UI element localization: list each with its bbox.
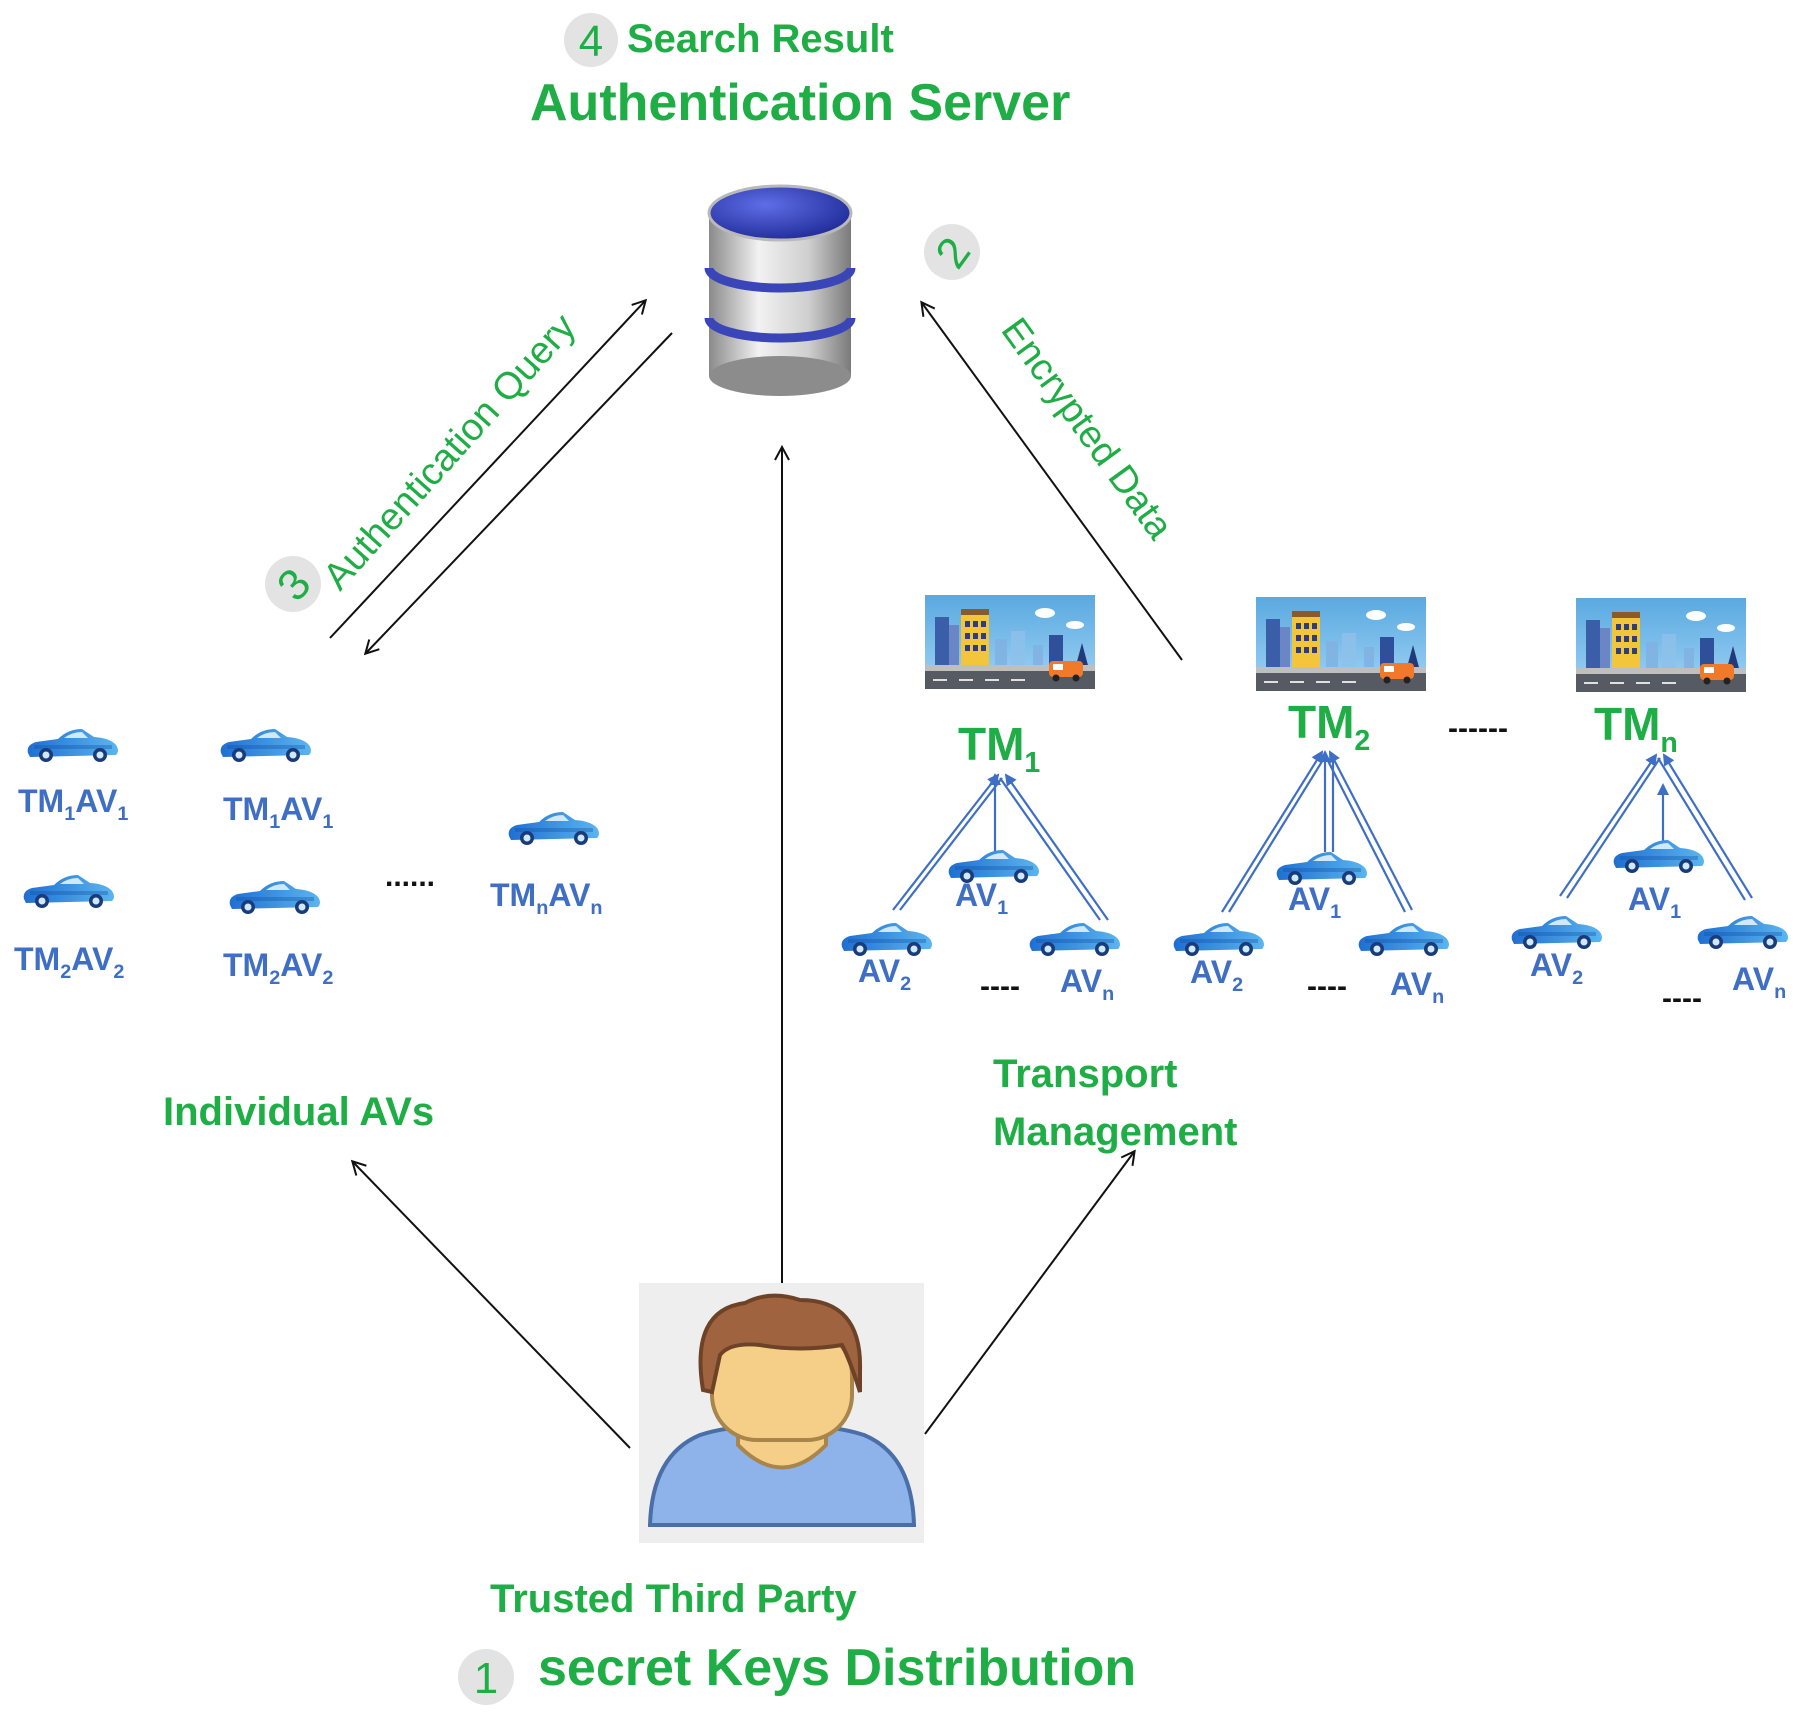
tm-label: TMn (1594, 698, 1678, 759)
arrow-ttp-to-transport (924, 1152, 1134, 1435)
step-2-badge (924, 224, 980, 280)
car-icon (841, 923, 932, 956)
individual-car-label: TM2AV2 (223, 947, 333, 989)
av-label: AVn (1060, 963, 1114, 1005)
city-image (924, 594, 1096, 690)
arrow-server-to-individual (366, 332, 673, 653)
car-icon (1511, 916, 1602, 949)
server-title: Authentication Server (530, 74, 1070, 132)
authentication-server: 4 Search Result Authentication Server (530, 13, 1070, 396)
step-4-badge (564, 13, 618, 67)
av-label: AV2 (1190, 954, 1243, 996)
step-1-number: 1 (474, 1654, 498, 1703)
av-label: AVn (1390, 966, 1444, 1008)
ellipsis: ...... (385, 860, 435, 893)
individual-car-label: TM1AV1 (18, 783, 128, 825)
individual-car-label: TM1AV1 (223, 791, 333, 833)
car-icon (220, 729, 311, 762)
city-image (1575, 597, 1747, 693)
search-result-label: Search Result (627, 17, 894, 61)
person-icon (639, 1283, 924, 1543)
car-icon (508, 812, 599, 845)
av-label: AV1 (1628, 881, 1681, 923)
car-icon (1697, 916, 1788, 949)
car-icon (23, 875, 115, 908)
individual-car-label: TMnAVn (490, 877, 603, 919)
arrow-encrypted-to-server (922, 303, 1183, 661)
ellipsis: ---- (1662, 982, 1702, 1015)
transport-title-line1: Transport (993, 1052, 1177, 1096)
car-icon (1358, 923, 1449, 956)
individual-avs: TM1AV1 TM1AV1 TM2AV2 TM2AV2 TMnAVn .....… (14, 729, 603, 1134)
car-icon (1029, 923, 1120, 956)
av-label: AV2 (1530, 947, 1583, 989)
av-label: AV2 (858, 953, 911, 995)
arrows (329, 301, 1183, 1449)
tm-label: TM2 (1288, 696, 1370, 757)
encrypted-data-label: Encrypted Data (993, 311, 1181, 548)
individual-car-label: TM2AV2 (14, 941, 124, 983)
car-icon (27, 729, 119, 762)
arrow-query-to-server (329, 301, 645, 639)
car-icon (1613, 840, 1704, 873)
step-3-badge (265, 556, 321, 612)
group-ellipsis: ------ (1448, 712, 1508, 745)
av-label: AV1 (955, 877, 1008, 919)
transport-management: TM1 AV1 AV2 AVn ---- TM2 (841, 594, 1788, 1154)
secret-keys-label: secret Keys Distribution (538, 1639, 1136, 1697)
arrow-ttp-to-individual (353, 1162, 631, 1449)
tm-group-2: TM2 AV1 AV2 AVn ---- (1173, 596, 1449, 1008)
car-icon (1173, 923, 1264, 956)
city-image (1255, 596, 1427, 692)
individual-avs-title: Individual AVs (163, 1090, 434, 1134)
step-4-number: 4 (579, 17, 603, 66)
av-label: AV1 (1288, 881, 1341, 923)
transport-title-line2: Management (993, 1110, 1238, 1154)
trusted-third-party: Trusted Third Party 1 secret Keys Distri… (458, 1283, 1136, 1705)
ttp-title: Trusted Third Party (490, 1577, 857, 1621)
tm-group-n: TMn AV1 AV2 AVn ---- (1511, 597, 1788, 1015)
ellipsis: ---- (1307, 970, 1347, 1003)
step-1-badge (458, 1649, 514, 1705)
tm-group-1: TM1 AV1 AV2 AVn ---- (841, 594, 1120, 1005)
authentication-query-label: Authentication Query (315, 306, 584, 598)
car-icon (229, 881, 320, 914)
database-icon (704, 184, 856, 396)
tm-label: TM1 (958, 718, 1040, 779)
ellipsis: ---- (980, 970, 1020, 1003)
av-label: AVn (1732, 961, 1786, 1003)
